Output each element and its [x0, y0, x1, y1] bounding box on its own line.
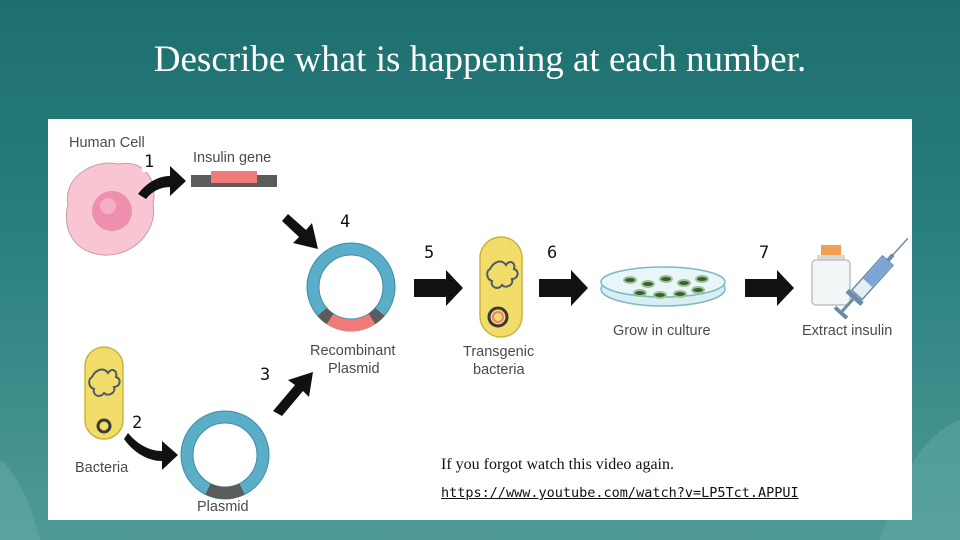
- step-number-7: 7: [757, 243, 772, 263]
- arrow-3: [273, 372, 313, 416]
- video-link[interactable]: https://www.youtube.com/watch?v=LP5Tct.A…: [441, 485, 799, 501]
- label-plasmid: Plasmid: [197, 499, 249, 515]
- label-extract-insulin: Extract insulin: [802, 323, 893, 339]
- arrow-1: [138, 166, 186, 199]
- label-insulin-gene: Insulin gene: [193, 150, 272, 166]
- step-number-3: 3: [258, 365, 273, 385]
- step-number-6: 6: [545, 243, 560, 263]
- label-recombinant-plasmid-line2: Plasmid: [328, 361, 380, 377]
- label-transgenic-line1: Transgenic: [463, 344, 535, 360]
- petri-dish: [600, 266, 726, 307]
- arrow-7: [745, 270, 794, 306]
- step-number-2: 2: [130, 413, 145, 433]
- arrow-6: [539, 270, 588, 306]
- diagram-graphics: [65, 162, 909, 500]
- transgenic-bacteria: [479, 236, 523, 338]
- recombinant-plasmid: [306, 242, 396, 332]
- plasmid: [180, 410, 270, 500]
- arrow-5: [414, 270, 463, 306]
- label-transgenic-line2: bacteria: [473, 362, 525, 378]
- arrow-4: [282, 214, 318, 249]
- insulin-gene: [191, 171, 277, 187]
- step-number-1: 1: [142, 152, 157, 172]
- video-reminder-text: If you forgot watch this video again.: [441, 456, 674, 473]
- bacteria: [84, 346, 124, 440]
- label-bacteria: Bacteria: [75, 460, 129, 476]
- slide-title: Describe what is happening at each numbe…: [153, 39, 807, 80]
- label-grow-in-culture: Grow in culture: [613, 323, 711, 339]
- step-number-5: 5: [422, 243, 437, 263]
- human-cell: [65, 162, 155, 256]
- insulin-diagram-panel: Human Cell Insulin gene Recombinant Plas…: [48, 119, 912, 520]
- step-number-4: 4: [338, 212, 353, 232]
- insulin-vial: [811, 245, 851, 306]
- syringe: [833, 237, 909, 320]
- label-human-cell: Human Cell: [69, 135, 145, 151]
- arrow-2: [124, 433, 178, 470]
- label-recombinant-plasmid-line1: Recombinant: [310, 343, 396, 359]
